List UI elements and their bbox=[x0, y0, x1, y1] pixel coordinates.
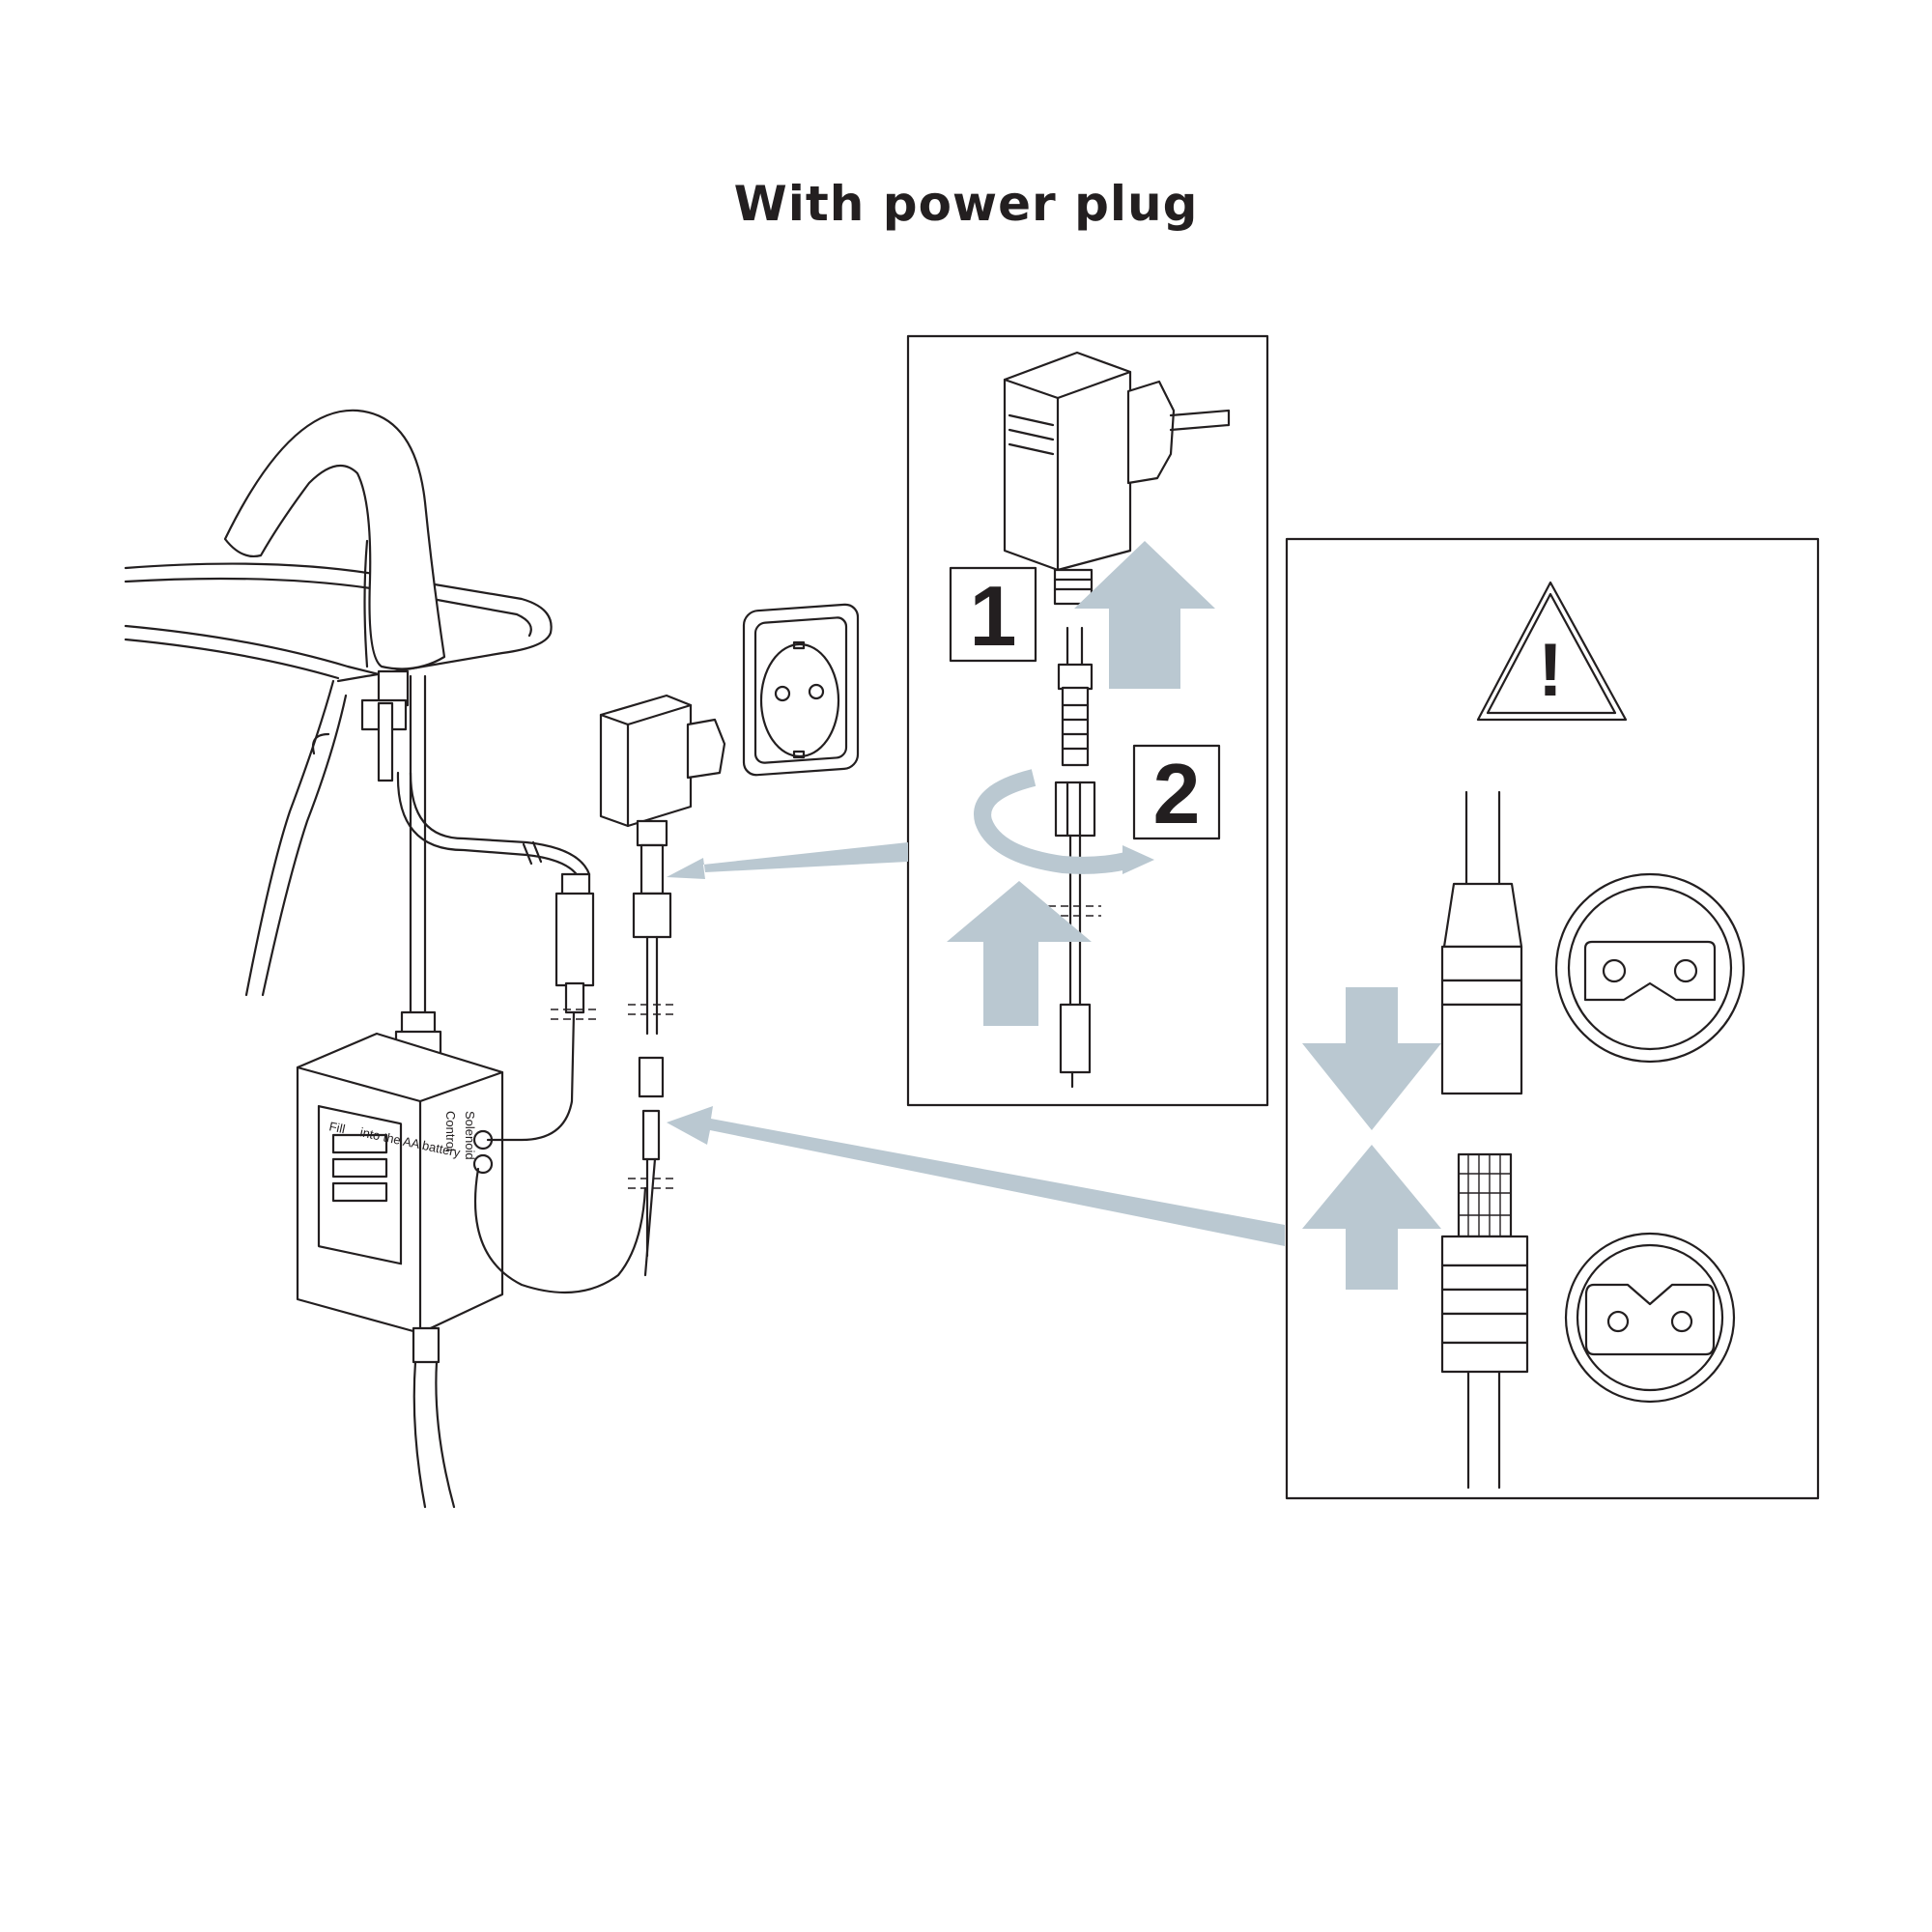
female-connector bbox=[1440, 790, 1523, 1095]
warning-panel bbox=[1285, 537, 1820, 1500]
page-title: With power plug bbox=[733, 176, 1199, 232]
arrow-to-adapter bbox=[667, 842, 908, 879]
warning-symbol: ! bbox=[1538, 627, 1563, 712]
arrow-to-connector bbox=[667, 1106, 1285, 1246]
arrow-up-step1 bbox=[1074, 541, 1215, 689]
side-label-solenoid: Solenoid bbox=[463, 1111, 477, 1160]
step-1-label: 1 bbox=[970, 568, 1017, 664]
arrow-up-step2 bbox=[947, 881, 1092, 1026]
basin-outline bbox=[124, 562, 553, 997]
male-connector bbox=[1440, 1152, 1529, 1490]
side-label-control: Control bbox=[443, 1111, 458, 1151]
detail-panel bbox=[906, 334, 1269, 1107]
step-2-badge: 2 bbox=[1132, 744, 1221, 841]
female-socket-face bbox=[1554, 872, 1746, 1064]
male-plug-face bbox=[1564, 1232, 1736, 1404]
rotate-arrow bbox=[974, 769, 1154, 874]
power-adapter-small bbox=[599, 694, 726, 1277]
arrow-up-connect bbox=[1302, 1145, 1441, 1290]
step-2-label: 2 bbox=[1153, 746, 1201, 841]
box-label-fill: Fill bbox=[327, 1119, 346, 1136]
step-1-badge: 1 bbox=[949, 566, 1037, 664]
faucet bbox=[223, 409, 446, 1063]
wall-socket bbox=[742, 603, 860, 777]
control-box: Fill into the AA battery Control Solenoi… bbox=[296, 1032, 504, 1509]
sensor-cable bbox=[396, 771, 647, 1294]
arrow-down-connect bbox=[1302, 987, 1441, 1130]
warning-icon: ! bbox=[1476, 581, 1628, 722]
